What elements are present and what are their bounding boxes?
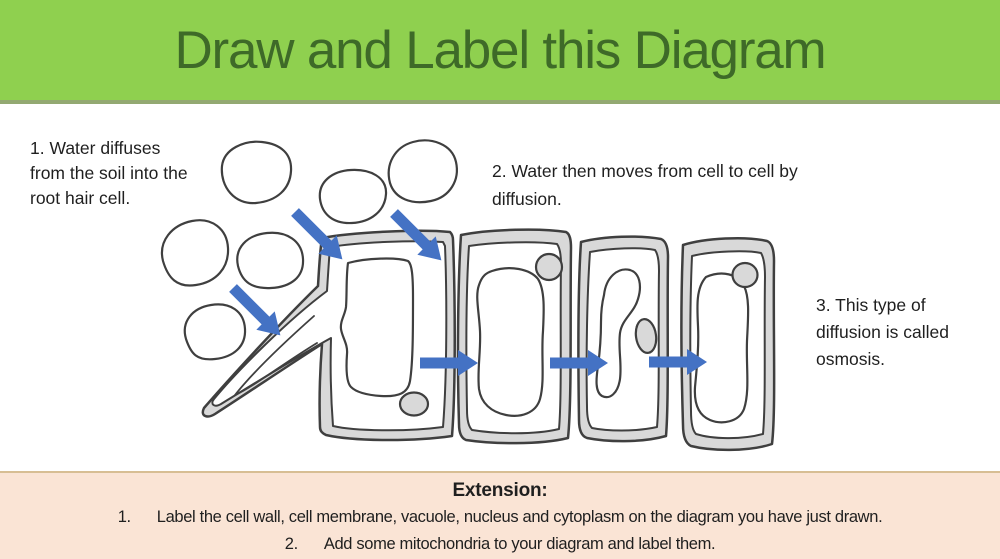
extension-item-text: Add some mitochondria to your diagram an…: [323, 534, 716, 553]
nucleus-shape: [731, 261, 759, 289]
vacuole-shape: [339, 257, 415, 398]
annotation-step-1: 1. Water diffuses from the soil into the…: [30, 138, 188, 208]
soil-particle-icon: [220, 140, 293, 205]
extension-item-number: 1.: [117, 508, 131, 526]
water-arrow-icon: [291, 208, 343, 260]
plant-cell-drawing: [456, 228, 573, 445]
water-arrows: [229, 208, 707, 376]
water-arrow-icon: [550, 350, 608, 376]
nucleus-shape: [534, 252, 564, 282]
plant-cell-drawing: [577, 235, 670, 443]
soil-particle-icon: [160, 219, 230, 287]
water-arrow-icon: [420, 350, 478, 376]
membrane-line: [234, 315, 318, 396]
root-hair-cell-drawing: [201, 229, 456, 442]
soil-particle-icon: [387, 139, 458, 204]
water-arrow-icon: [390, 209, 442, 261]
vacuole-shape: [476, 267, 545, 417]
vacuole-shape: [693, 272, 750, 424]
extension-heading: Extension:: [452, 480, 548, 501]
soil-particle-icon: [236, 231, 305, 290]
water-arrow-icon: [229, 284, 281, 336]
nucleus-shape: [634, 318, 658, 354]
extension-item-number: 2.: [284, 534, 298, 553]
annotation-step-2: 2. Water then moves from cell to cell by…: [492, 161, 798, 209]
soil-particle-icon: [318, 168, 388, 225]
annotation-step-3: 3. This type of diffusion is called osmo…: [816, 295, 949, 369]
plant-cell-drawing: [680, 236, 776, 452]
osmosis-diagram: [160, 139, 776, 452]
water-arrow-icon: [649, 349, 707, 375]
extension-item: 2. Add some mitochondria to your diagram…: [0, 531, 1000, 558]
extension-panel: Extension: 1. Label the cell wall, cell …: [0, 471, 1000, 559]
page-title: Draw and Label this Diagram: [174, 20, 826, 80]
extension-item: 1. Label the cell wall, cell membrane, v…: [0, 504, 1000, 531]
soil-particle-icon: [183, 303, 247, 361]
slide-header: Draw and Label this Diagram: [0, 0, 1000, 104]
soil-particles: [160, 139, 458, 361]
nucleus-shape: [398, 391, 430, 417]
extension-item-text: Label the cell wall, cell membrane, vacu…: [156, 508, 883, 526]
vacuole-shape: [595, 268, 641, 399]
